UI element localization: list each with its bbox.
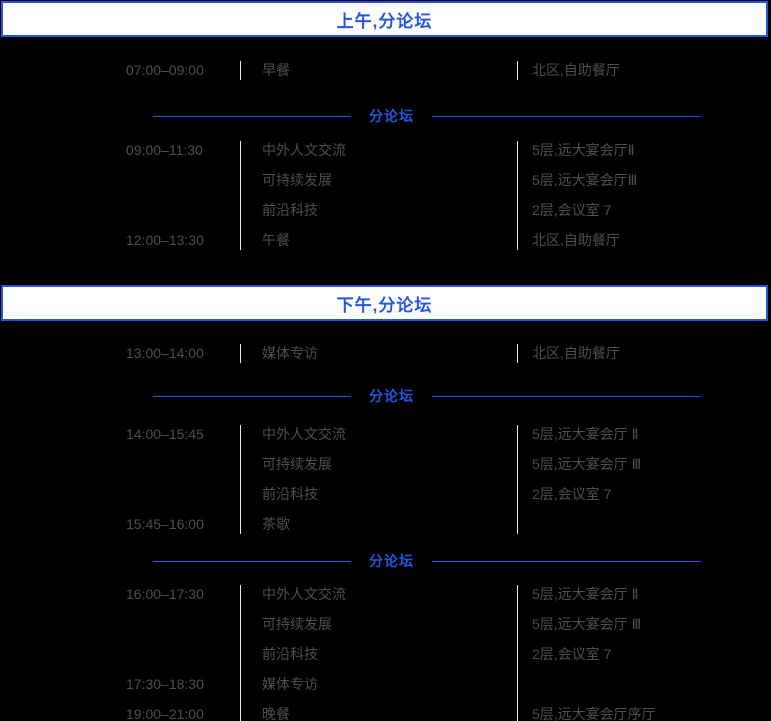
row-time: 19:00–21:00 [126, 706, 204, 721]
row-location: 北区,自助餐厅 [532, 62, 620, 78]
column-separator [240, 61, 241, 80]
row-location: 2层,会议室 7 [532, 486, 612, 502]
schedule-group-morning-forum: 09:00–11:30 中外人文交流 5层,远大宴会厅Ⅱ 可持续发展 5层,远大… [0, 135, 771, 255]
row-time: 12:00–13:30 [126, 232, 204, 248]
column-separator [240, 585, 241, 721]
row-location: 5层,远大宴会厅Ⅱ [532, 142, 635, 158]
row-title: 可持续发展 [262, 456, 332, 472]
schedule-row: 前沿科技 2层,会议室 7 [0, 479, 771, 509]
schedule-group-media: 13:00–14:00 媒体专访 北区,自助餐厅 [0, 338, 771, 368]
row-time: 07:00–09:00 [126, 62, 204, 78]
schedule-row: 13:00–14:00 媒体专访 北区,自助餐厅 [0, 338, 771, 368]
row-title: 可持续发展 [262, 172, 332, 188]
schedule-row: 可持续发展 5层,远大宴会厅 Ⅲ [0, 449, 771, 479]
row-location: 5层,远大宴会厅 Ⅲ [532, 456, 642, 472]
schedule-group-afternoon-forum-2: 16:00–17:30 中外人文交流 5层,远大宴会厅 Ⅱ 可持续发展 5层,远… [0, 579, 771, 721]
schedule-row: 07:00–09:00 早餐 北区,自助餐厅 [0, 55, 771, 85]
row-location: 北区,自助餐厅 [532, 232, 620, 248]
row-time: 16:00–17:30 [126, 586, 204, 602]
morning-header-label: 上午,分论坛 [336, 11, 433, 31]
column-separator [240, 425, 241, 534]
row-time: 17:30–18:30 [126, 676, 204, 692]
divider-line [432, 395, 701, 397]
divider-label: 分论坛 [369, 553, 414, 569]
divider-line [153, 395, 351, 397]
row-location: 5层,远大宴会厅 Ⅱ [532, 426, 639, 442]
row-title: 前沿科技 [262, 202, 318, 218]
schedule-row: 19:00–21:00 晚餐 5层,远大宴会厅序厅 [0, 699, 771, 721]
schedule-row: 前沿科技 2层,会议室 7 [0, 639, 771, 669]
row-title: 晚餐 [262, 706, 290, 721]
column-separator [517, 141, 518, 250]
divider-line [432, 115, 701, 117]
row-title: 早餐 [262, 62, 290, 78]
schedule-row: 可持续发展 5层,远大宴会厅Ⅲ [0, 165, 771, 195]
divider-line [153, 115, 351, 117]
column-separator [240, 344, 241, 363]
row-location: 北区,自助餐厅 [532, 345, 620, 361]
row-title: 媒体专访 [262, 676, 318, 692]
row-title: 前沿科技 [262, 486, 318, 502]
afternoon-section-header: 下午,分论坛 [1, 285, 768, 321]
schedule-group-breakfast: 07:00–09:00 早餐 北区,自助餐厅 [0, 55, 771, 85]
row-time: 14:00–15:45 [126, 426, 204, 442]
row-time: 15:45–16:00 [126, 516, 204, 532]
divider-label: 分论坛 [369, 388, 414, 404]
row-title: 中外人文交流 [262, 426, 346, 442]
schedule-row: 14:00–15:45 中外人文交流 5层,远大宴会厅 Ⅱ [0, 419, 771, 449]
forum-divider: 分论坛 [153, 106, 701, 126]
morning-section-header: 上午,分论坛 [1, 1, 768, 37]
row-title: 媒体专访 [262, 345, 318, 361]
row-title: 午餐 [262, 232, 290, 248]
row-time: 13:00–14:00 [126, 345, 204, 361]
schedule-row: 09:00–11:30 中外人文交流 5层,远大宴会厅Ⅱ [0, 135, 771, 165]
column-separator [517, 344, 518, 363]
row-title: 中外人文交流 [262, 586, 346, 602]
row-title: 中外人文交流 [262, 142, 346, 158]
divider-line [153, 560, 351, 562]
column-separator [517, 425, 518, 534]
row-location: 5层,远大宴会厅 Ⅱ [532, 586, 639, 602]
divider-label: 分论坛 [369, 108, 414, 124]
forum-divider: 分论坛 [153, 386, 701, 406]
column-separator [517, 61, 518, 80]
schedule-row: 12:00–13:30 午餐 北区,自助餐厅 [0, 225, 771, 255]
row-location: 5层,远大宴会厅Ⅲ [532, 172, 638, 188]
row-title: 前沿科技 [262, 646, 318, 662]
schedule-row: 17:30–18:30 媒体专访 [0, 669, 771, 699]
row-location: 5层,远大宴会厅 Ⅲ [532, 616, 642, 632]
row-time: 09:00–11:30 [126, 142, 203, 158]
schedule-row: 可持续发展 5层,远大宴会厅 Ⅲ [0, 609, 771, 639]
forum-divider: 分论坛 [153, 551, 701, 571]
column-separator [517, 585, 518, 721]
row-location: 5层,远大宴会厅序厅 [532, 706, 656, 721]
afternoon-header-label: 下午,分论坛 [336, 295, 433, 315]
row-title: 茶歇 [262, 516, 290, 532]
schedule-row: 前沿科技 2层,会议室 7 [0, 195, 771, 225]
divider-line [432, 560, 701, 562]
row-location: 2层,会议室 7 [532, 646, 612, 662]
row-title: 可持续发展 [262, 616, 332, 632]
schedule-group-afternoon-forum-1: 14:00–15:45 中外人文交流 5层,远大宴会厅 Ⅱ 可持续发展 5层,远… [0, 419, 771, 539]
row-location: 2层,会议室 7 [532, 202, 612, 218]
schedule-row: 15:45–16:00 茶歇 [0, 509, 771, 539]
schedule-row: 16:00–17:30 中外人文交流 5层,远大宴会厅 Ⅱ [0, 579, 771, 609]
column-separator [240, 141, 241, 250]
